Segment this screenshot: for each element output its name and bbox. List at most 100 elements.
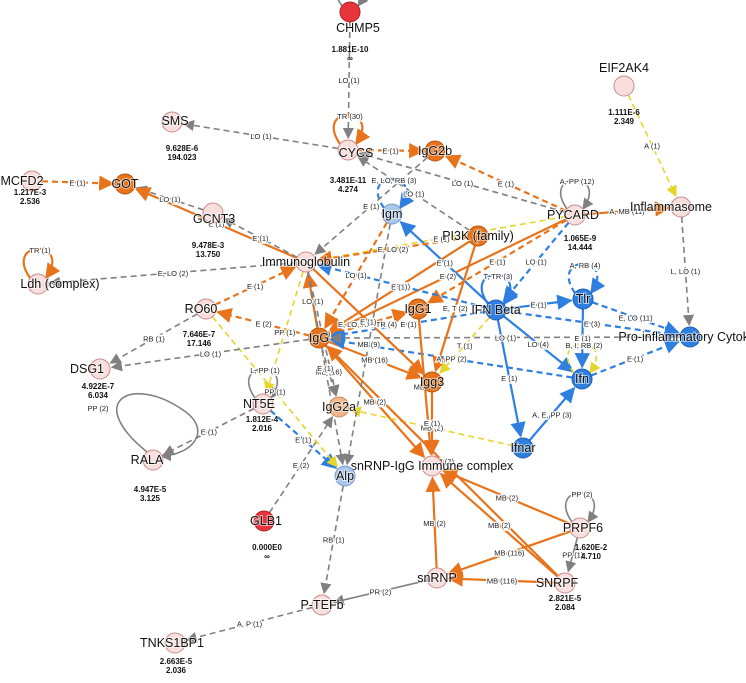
node-marker[interactable] bbox=[467, 225, 489, 247]
node-p-value: 2.663E-5 bbox=[160, 657, 193, 666]
node-marker[interactable] bbox=[512, 437, 534, 459]
node-snrnp[interactable]: snRNP bbox=[416, 567, 458, 589]
node-label: DSG1 bbox=[70, 362, 104, 376]
node-marker[interactable] bbox=[202, 202, 224, 224]
edge-prpf6-to-prpf6 bbox=[564, 492, 599, 523]
edge-cycs-to-cycs bbox=[332, 113, 371, 146]
node-marker[interactable] bbox=[554, 572, 576, 594]
node-label: PYCARD bbox=[547, 208, 599, 222]
edge-label: A, P (1) bbox=[237, 620, 263, 629]
edge-label: PP (2) bbox=[87, 404, 109, 413]
node-label: Ifn bbox=[575, 372, 589, 386]
edge-igg2b-to-immunoglobulin bbox=[314, 156, 428, 255]
node-marker[interactable] bbox=[114, 173, 136, 195]
node-ifn[interactable]: Ifn bbox=[571, 368, 593, 390]
node-marker[interactable] bbox=[407, 298, 429, 320]
node-proinf[interactable]: Pro-inflammatory Cytokine bbox=[617, 326, 746, 348]
node-ifnar[interactable]: Ifnar bbox=[509, 437, 537, 459]
node-label: IFN Beta bbox=[471, 303, 520, 317]
node-marker[interactable] bbox=[89, 358, 111, 380]
node-marker[interactable] bbox=[679, 326, 701, 348]
node-marker[interactable] bbox=[142, 449, 164, 471]
edge-label-layer: PP (1)LO (1)TR (30)LO (1)E (1)A (1)E (1)… bbox=[28, 75, 702, 630]
node-igg[interactable]: IgG bbox=[308, 327, 330, 349]
node-pi3k[interactable]: PI3K (family) bbox=[441, 225, 515, 247]
edge-ifnbeta-to-ifnbeta bbox=[480, 273, 519, 306]
node-marker[interactable] bbox=[381, 203, 403, 225]
node-p-value: 1.065E-9 bbox=[564, 234, 597, 243]
node-snrnp-igg[interactable]: snRNP-IgG Immune complex bbox=[350, 455, 515, 477]
node-immunoglobulin[interactable]: Immunoglobulin bbox=[261, 251, 351, 273]
node-fold-change: 2.036 bbox=[166, 666, 187, 675]
node-tlr[interactable]: Tlr bbox=[572, 288, 594, 310]
node-marker[interactable] bbox=[161, 111, 183, 133]
node-igg3[interactable]: Igg3 bbox=[419, 371, 445, 393]
edge-label: E (1) bbox=[363, 202, 380, 211]
node-marker[interactable] bbox=[164, 632, 186, 654]
node-p-value: 2.821E-5 bbox=[549, 594, 582, 603]
node-marker[interactable] bbox=[334, 465, 356, 487]
node-marker[interactable] bbox=[572, 288, 594, 310]
node-ifnbeta[interactable]: IFN Beta bbox=[470, 299, 522, 321]
edge-label: E (1) bbox=[424, 419, 441, 428]
edge-immunoglobulin-to-nt5e bbox=[264, 271, 304, 394]
edge-label: E (1) bbox=[382, 147, 399, 156]
edge-igg-to-ro60 bbox=[216, 307, 310, 337]
node-igg2b[interactable]: IgG2b bbox=[417, 140, 453, 162]
node-marker[interactable] bbox=[485, 299, 507, 321]
node-marker[interactable] bbox=[421, 371, 443, 393]
node-igm[interactable]: Igm bbox=[381, 203, 403, 225]
node-marker[interactable] bbox=[195, 298, 217, 320]
node-marker[interactable] bbox=[564, 204, 586, 226]
edge-label: L, LO (1) bbox=[671, 267, 701, 276]
node-marker[interactable] bbox=[339, 1, 361, 23]
edge-pycard-to-igg2b bbox=[444, 154, 567, 212]
node-ldh[interactable]: Ldh (complex) bbox=[19, 273, 101, 295]
edge-snrpf-to-igg bbox=[326, 345, 559, 577]
node-inflammasome[interactable]: Inflammasome bbox=[629, 196, 713, 218]
node-marker[interactable] bbox=[311, 594, 333, 616]
node-alp[interactable]: Alp bbox=[334, 465, 356, 487]
node-marker[interactable] bbox=[253, 510, 275, 532]
node-marker[interactable] bbox=[426, 567, 448, 589]
node-marker[interactable] bbox=[613, 75, 635, 97]
node-marker[interactable] bbox=[424, 140, 446, 162]
node-marker[interactable] bbox=[670, 196, 692, 218]
node-got[interactable]: GOT bbox=[110, 173, 140, 195]
node-marker[interactable] bbox=[295, 251, 317, 273]
node-igg1[interactable]: IgG1 bbox=[403, 298, 433, 320]
node-marker[interactable] bbox=[569, 517, 591, 539]
node-marker[interactable] bbox=[21, 170, 43, 192]
edge-label: E (2) bbox=[255, 320, 272, 329]
edge-label: LO (1) bbox=[403, 190, 425, 199]
edge-label: E (1) bbox=[252, 234, 269, 243]
edge-label: TR (1) bbox=[29, 246, 51, 255]
node-marker[interactable] bbox=[328, 396, 350, 418]
edge-label: E (1) bbox=[69, 179, 86, 188]
edge-label: E (1) bbox=[489, 258, 506, 267]
node-marker[interactable] bbox=[571, 368, 593, 390]
node-marker[interactable] bbox=[308, 327, 330, 349]
node-marker[interactable] bbox=[252, 393, 274, 415]
node-ptefb[interactable]: P-TEFb bbox=[299, 594, 345, 616]
node-igg2a[interactable]: IgG2a bbox=[321, 396, 357, 418]
node-marker[interactable] bbox=[337, 139, 359, 161]
node-marker[interactable] bbox=[27, 273, 49, 295]
edge-pycard-to-pycard bbox=[559, 179, 594, 210]
node-marker[interactable] bbox=[421, 455, 443, 477]
